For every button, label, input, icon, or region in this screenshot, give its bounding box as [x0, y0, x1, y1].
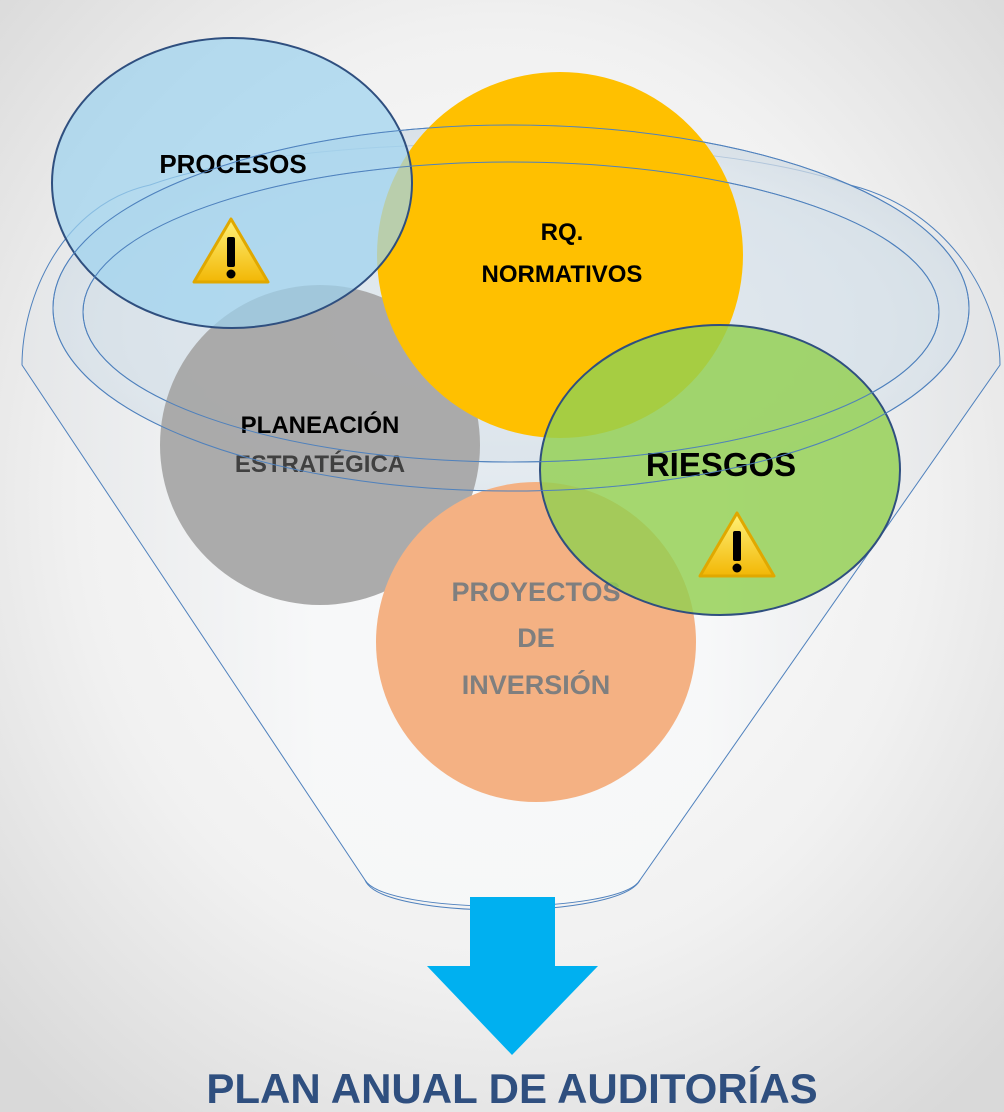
funnel-rim	[52, 124, 970, 492]
warning-icon	[698, 511, 776, 578]
rq-normativos-label-line2: NORMATIVOS	[482, 261, 643, 288]
warning-icon	[192, 217, 270, 284]
rq-normativos-label-line1: RQ.	[541, 219, 584, 246]
procesos-label: PROCESOS	[159, 149, 306, 179]
planeacion-label-line1: PLANEACIÓN	[241, 411, 400, 439]
procesos-circle: PROCESOS	[51, 37, 413, 329]
proyectos-label-line1: PROYECTOS	[451, 577, 620, 607]
riesgos-label: RIESGOS	[646, 446, 796, 483]
planeacion-label-line2: ESTRATÉGICA	[235, 450, 405, 478]
plan-anual-title: PLAN ANUAL DE AUDITORÍAS	[206, 1065, 817, 1112]
planeacion-estrategica-circle: PLANEACIÓN ESTRATÉGICA	[160, 285, 480, 605]
proyectos-label-line3: INVERSIÓN	[462, 669, 611, 700]
proyectos-label-line2: DE	[517, 623, 555, 653]
riesgos-circle: RIESGOS	[539, 324, 901, 616]
arrow-down-icon	[427, 897, 598, 1055]
